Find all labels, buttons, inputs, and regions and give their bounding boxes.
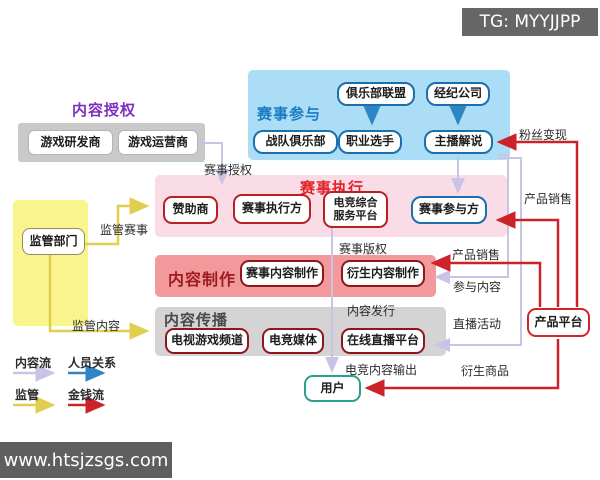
node-anchor-commentator: 主播解说	[424, 130, 493, 154]
node-regulator-label: 监管部门	[29, 233, 78, 248]
node-sponsor: 赞助商	[163, 196, 218, 224]
distribution-title: 内容传播	[164, 311, 229, 329]
node-esports-service-platform-line2: 服务平台	[333, 208, 378, 222]
label-product-sale-1: 产品销售	[524, 192, 573, 206]
label-regulate-event: 监管赛事	[100, 223, 149, 237]
node-agency: 经纪公司	[426, 82, 490, 106]
node-esports-media-label: 电竞媒体	[268, 333, 317, 348]
legend-person-relation: 人员关系	[68, 356, 117, 370]
label-content-publish: 内容发行	[347, 304, 396, 318]
watermark-top-right-text: TG: MYYJJPP	[479, 12, 581, 32]
watermark-bottom-left-text: www.htsjzsgs.com	[3, 449, 169, 471]
node-derivative-content-production-label: 衍生内容制作	[346, 265, 419, 280]
node-pro-player: 职业选手	[338, 130, 402, 154]
node-derivative-content-production: 衍生内容制作	[341, 260, 425, 287]
label-event-license: 赛事授权	[204, 163, 253, 177]
legend-money-flow: 金钱流	[68, 388, 105, 402]
node-event-content-production: 赛事内容制作	[240, 260, 324, 287]
node-agency-label: 经纪公司	[433, 86, 482, 101]
node-anchor-commentator-label: 主播解说	[434, 134, 483, 149]
label-esports-output: 电竞内容输出	[345, 363, 418, 377]
legend-regulation: 监管	[15, 388, 40, 402]
legend-content-flow: 内容流	[15, 356, 52, 370]
node-event-participant: 赛事参与方	[411, 196, 487, 224]
label-participate-content: 参与内容	[453, 280, 502, 294]
participation-title: 赛事参与	[257, 105, 322, 123]
arrow-product-sale-participant	[495, 211, 560, 307]
node-club-union-label: 俱乐部联盟	[345, 86, 406, 101]
node-team-club-label: 战队俱乐部	[265, 134, 326, 149]
licensing-title: 内容授权	[72, 101, 137, 119]
node-club-union: 俱乐部联盟	[337, 82, 415, 106]
node-team-club: 战队俱乐部	[253, 130, 338, 154]
node-online-live-platform-label: 在线直播平台	[346, 333, 419, 348]
node-game-operator: 游戏运营商	[118, 130, 198, 155]
label-product-sale-2: 产品销售	[452, 248, 501, 262]
watermark-bottom-left: www.htsjzsgs.com	[0, 442, 172, 478]
node-event-participant-label: 赛事参与方	[418, 202, 479, 217]
node-pro-player-label: 职业选手	[345, 134, 394, 149]
node-user: 用户	[304, 375, 361, 402]
node-product-platform-label: 产品平台	[534, 314, 583, 329]
label-regulate-content: 监管内容	[72, 319, 121, 333]
node-online-live-platform: 在线直播平台	[341, 328, 425, 354]
node-sponsor-label: 赞助商	[172, 202, 209, 217]
arrow-fan-monetize	[496, 133, 579, 307]
node-esports-media: 电竞媒体	[262, 328, 324, 354]
node-esports-service-platform: 电竞综合 服务平台	[323, 191, 388, 228]
node-event-executor: 赛事执行方	[233, 194, 311, 224]
node-game-developer: 游戏研发商	[28, 130, 113, 155]
node-esports-service-platform-line1: 电竞综合	[333, 195, 378, 209]
production-title: 内容制作	[168, 270, 237, 289]
node-regulator: 监管部门	[22, 228, 85, 255]
watermark-top-right: TG: MYYJJPP	[462, 8, 598, 36]
node-user-label: 用户	[320, 380, 345, 395]
node-event-content-production-label: 赛事内容制作	[245, 265, 318, 280]
node-event-executor-label: 赛事执行方	[241, 201, 302, 216]
node-tv-game-channel: 电视游戏频道	[165, 328, 249, 354]
label-derivative-goods: 衍生商品	[461, 364, 510, 378]
label-live-activity: 直播活动	[453, 317, 502, 331]
region-regulator	[13, 200, 88, 326]
label-fan-monetize: 粉丝变现	[519, 128, 568, 142]
node-tv-game-channel-label: 电视游戏频道	[170, 333, 243, 348]
node-product-platform: 产品平台	[527, 308, 590, 337]
label-event-copyright: 赛事版权	[339, 242, 388, 256]
node-game-developer-label: 游戏研发商	[40, 134, 101, 149]
node-game-operator-label: 游戏运营商	[127, 134, 188, 149]
